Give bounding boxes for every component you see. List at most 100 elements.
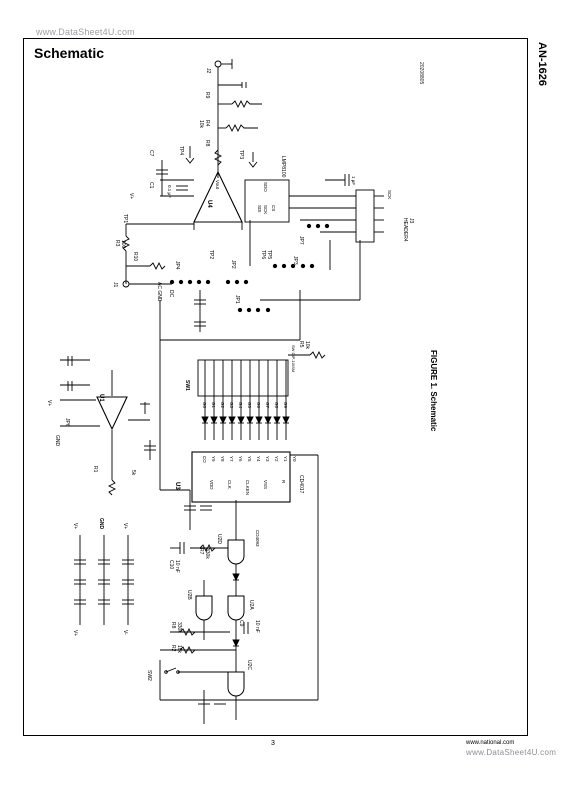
u3-pin-co: CO <box>202 456 207 463</box>
j3-label: J3 <box>408 218 414 224</box>
c5-cap: 1 µF <box>325 174 356 186</box>
r2-value: 10k <box>176 645 182 654</box>
page-number: 3 <box>271 740 275 747</box>
jp1-label: JP1 <box>234 295 240 304</box>
u4-pin-cs: CS <box>271 205 276 211</box>
c10-label: C10 <box>168 560 174 569</box>
u2b-label: U2B <box>186 590 192 600</box>
sw1-part: SW DIP-10/SM <box>291 345 296 372</box>
r5-value: 10k <box>304 341 310 350</box>
timing-network: C10 10 nF R7 330k R8 330k R2 10k C9 10 n… <box>160 542 260 655</box>
gain-label-g6: G6 <box>256 402 261 409</box>
gain-label-g2: G2 <box>220 402 225 409</box>
j3-header: J3 HEADER4 SCK <box>289 189 414 243</box>
jp2-label: JP2 <box>230 260 236 269</box>
output-filter-chain: R4 10k R9 R8 <box>198 82 262 178</box>
c5-value: 1 µF <box>351 176 356 185</box>
u3-pin-y6: Y6 <box>238 456 243 462</box>
u3-pin-y3: Y3 <box>265 456 270 462</box>
r4-label: R4 <box>204 120 210 127</box>
r1-value: 5k <box>130 470 136 476</box>
u3-input-r: R <box>281 480 286 484</box>
sw1-label: SW1 <box>184 380 190 391</box>
bus-wires <box>159 220 361 700</box>
tp2-label: TP2 <box>208 250 214 259</box>
sw1-dip-switch: SW1 SW DIP-10/SM <box>184 345 296 397</box>
u4-label: U4 <box>206 200 212 208</box>
tp5-label: TP5 <box>266 250 272 259</box>
u3-decoupling <box>184 490 212 530</box>
diode-bank <box>201 416 290 425</box>
u4-decoupling: C7 C1 0.1 µF V+ <box>128 150 194 199</box>
dc-label: DC <box>168 290 174 298</box>
u3-pin-y8: Y8 <box>220 456 225 462</box>
jp4-label: JP4 <box>174 261 180 270</box>
u2c-label: U2C <box>246 660 252 670</box>
tp6-label: TP6 <box>260 250 266 259</box>
r5-resistor: R5 10k <box>288 341 326 360</box>
r7-label: R7 <box>198 548 204 555</box>
r8-lower-label: R8 <box>170 622 176 629</box>
tp1-label: TP1 <box>122 214 128 223</box>
u2-part: CD4093 <box>255 530 260 547</box>
c9-value: 10 nF <box>254 620 260 633</box>
u2-gates: U2D U2B U2A U2C CD4093 <box>186 500 260 720</box>
u2a-label: U2A <box>248 600 254 610</box>
watermark-top: www.DataSheet4U.com <box>36 27 135 37</box>
r10-label: R10 <box>132 252 138 261</box>
u3-input-clken: CLKEN <box>245 480 250 495</box>
u3-label: U3 <box>174 482 180 490</box>
u4-part: LMP8100 <box>280 156 286 178</box>
jp3-label: JP3 <box>292 256 298 265</box>
r8-value: 330k <box>176 622 182 633</box>
r8-label: R8 <box>204 140 210 147</box>
jumper-labels: JP7 JP3 JP2 JP1 JP4 AC GND DC TP6 TP5 TP… <box>122 214 304 304</box>
r4-value: 10k <box>198 120 204 129</box>
u3-input-vss: VSS <box>263 480 268 489</box>
d1-d2-diodes <box>232 573 240 648</box>
j2-label: J2 <box>205 68 211 74</box>
u3-pin-y4: Y4 <box>256 456 261 462</box>
jp6-label: JP6 <box>64 418 70 427</box>
u4-amplifier: U4 LMP8100 SDO SCK SDI CS Vout <box>193 156 290 230</box>
supply-vplus2-label: V+ <box>122 523 128 529</box>
supply-gnd-label: GND <box>98 518 104 530</box>
watermark-bottom: www.DataSheet4U.com <box>466 748 557 757</box>
footer-url[interactable]: www.national.com <box>466 740 515 746</box>
u4-pin-sdi: SDI <box>257 205 262 213</box>
u3-input-vdd: VDD <box>209 480 214 490</box>
u1-label: U1 <box>98 394 104 402</box>
u3-pin-y5: Y5 <box>247 456 252 462</box>
u4-pin-sdo: SDO <box>263 182 268 192</box>
r1-label: R1 <box>92 466 98 473</box>
c3-value: 0.1 µF <box>167 185 172 198</box>
u1-vplus: V+ <box>46 400 52 406</box>
u3-input-clk: CLK <box>227 480 232 489</box>
diode-wires <box>204 396 287 440</box>
ac-gnd-label: AC GND <box>156 282 162 302</box>
supply-vplus-label: V+ <box>72 523 78 529</box>
u3-pin-y1: Y1 <box>283 456 288 462</box>
gain-label-g9: G9 <box>283 402 288 409</box>
r9-label: R9 <box>204 92 210 99</box>
u1-gnd: GND <box>54 435 60 447</box>
input-section: J1 R3 100 R10 <box>112 223 194 288</box>
u3-pin-y2: Y2 <box>274 456 279 462</box>
j1-label: J1 <box>112 282 118 288</box>
u4-pin-sck: SCK <box>263 205 268 214</box>
jumper-headers <box>169 223 330 313</box>
u4-pin-vout: Vout <box>215 180 220 190</box>
r2-label: R2 <box>170 645 176 652</box>
j3-pin-sck: SCK <box>387 190 392 199</box>
gain-label-g7: G7 <box>265 402 270 409</box>
u3-pin-y7: Y7 <box>229 456 234 462</box>
u4-vplus: V+ <box>128 193 134 199</box>
jp7-label: JP7 <box>298 236 304 245</box>
c1-label: C1 <box>148 182 154 189</box>
j2-connector: J2 <box>205 59 233 82</box>
gain-label-g5: G5 <box>247 402 252 409</box>
j3-part: HEADER4 <box>402 218 408 242</box>
gain-label-g3: G3 <box>229 402 234 409</box>
